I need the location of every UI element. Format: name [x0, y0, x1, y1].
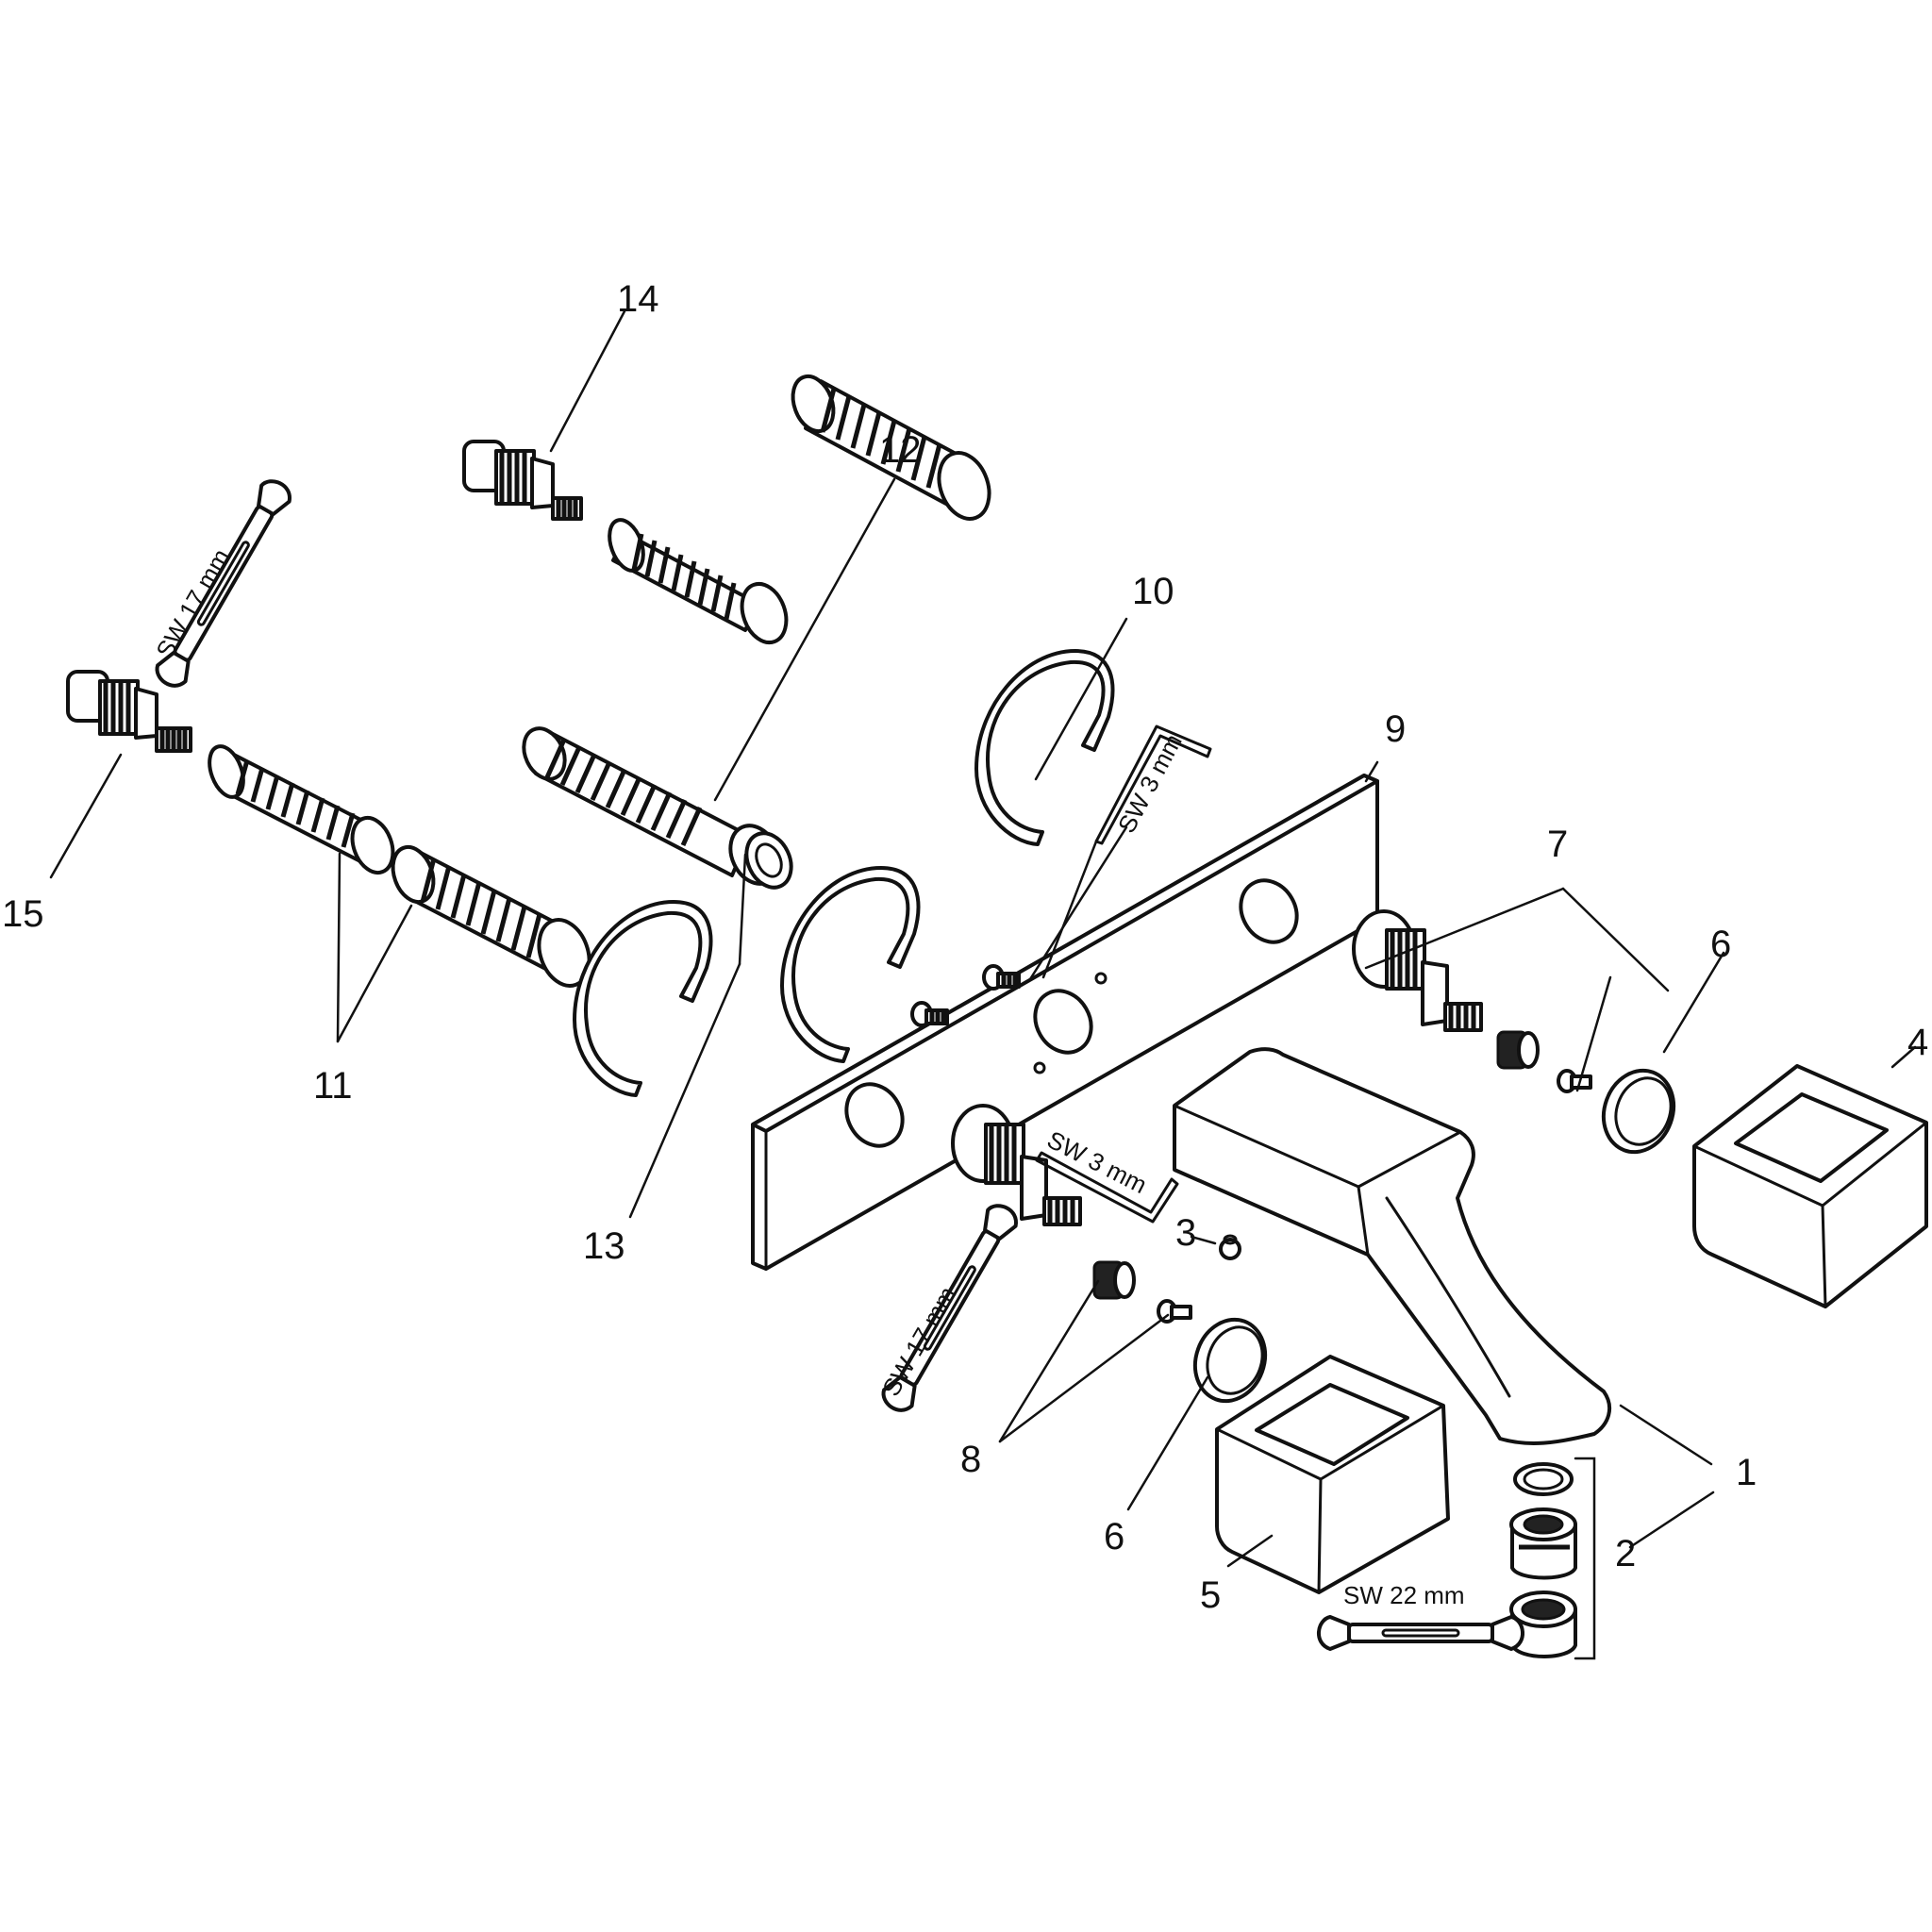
- handle-cap-bottom: [1215, 1355, 1450, 1594]
- screw-right: [1557, 1069, 1592, 1093]
- callout-2: 2: [1615, 1533, 1636, 1574]
- callout-3: 3: [1175, 1212, 1196, 1254]
- screw-top: [982, 964, 1021, 991]
- wrench-icon-top-left: [155, 479, 291, 688]
- tool-label-hexkey-top: SW 3 mm: [1112, 729, 1188, 838]
- wrench-icon-bottom-left: [881, 1204, 1018, 1412]
- callout-13: 13: [583, 1225, 625, 1267]
- threaded-sleeve-upper-1: [608, 518, 789, 644]
- callout-7: 7: [1547, 824, 1568, 865]
- callout-9: 9: [1385, 708, 1406, 750]
- callout-11: 11: [313, 1065, 353, 1107]
- aerator-housing: [1509, 1591, 1577, 1658]
- rosette-ring-right: [1601, 1068, 1676, 1155]
- callout-14: 14: [617, 278, 659, 320]
- grub-screw: [1219, 1234, 1241, 1260]
- screw-bottom: [1157, 1299, 1192, 1324]
- callout-5: 5: [1200, 1574, 1221, 1616]
- cartridge-bottom: [951, 1104, 1082, 1226]
- callout-1: 1: [1736, 1452, 1757, 1493]
- aerator-washer: [1513, 1462, 1574, 1496]
- clip-ring-lower: [573, 900, 713, 1097]
- clip-ring-middle: [780, 866, 921, 1063]
- wall-plate: [751, 774, 1379, 1271]
- leader-lines: [49, 309, 1917, 1568]
- screw-middle: [910, 1001, 949, 1027]
- tool-label-wrench-bottom: SW 22 mm: [1343, 1581, 1465, 1609]
- rosette-ring-bottom: [1192, 1317, 1268, 1404]
- adapter-right: [1496, 1030, 1540, 1070]
- spout: [1173, 1047, 1612, 1445]
- callout-12: 12: [879, 429, 922, 471]
- hex-key-top: [1094, 724, 1212, 845]
- callout-6-right: 6: [1710, 924, 1731, 965]
- tool-label-wrench-bottom-left: SW 17 mm: [876, 1282, 961, 1401]
- callout-4: 4: [1907, 1022, 1928, 1063]
- threaded-sleeve-upper-2: [791, 374, 991, 521]
- adapter-bottom: [1092, 1260, 1136, 1300]
- cartridge-left: [66, 670, 192, 753]
- callout-15: 15: [2, 893, 44, 935]
- threaded-sleeve-lower-2: [391, 844, 591, 988]
- bracket-2: [1574, 1457, 1596, 1660]
- clip-ring-upper: [974, 649, 1115, 846]
- callout-8: 8: [960, 1439, 981, 1480]
- threaded-sleeve-lower-1: [208, 744, 395, 875]
- wrench-icon-bottom: [1317, 1615, 1524, 1651]
- hex-key-middle: [1035, 1151, 1179, 1224]
- handle-cap-right: [1692, 1064, 1928, 1308]
- cartridge-top: [462, 440, 583, 521]
- aerator-insert: [1509, 1507, 1577, 1580]
- callout-6-bottom: 6: [1104, 1516, 1124, 1557]
- callout-10: 10: [1132, 571, 1174, 612]
- threaded-sleeve-middle: [522, 726, 793, 890]
